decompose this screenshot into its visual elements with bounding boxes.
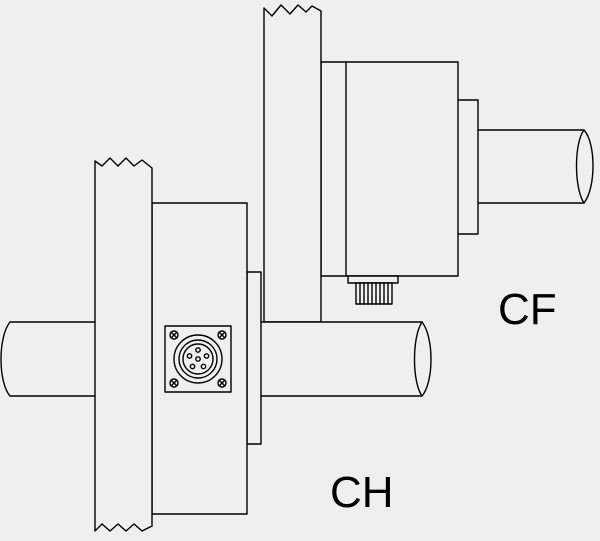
- ch-label: CH: [330, 468, 394, 517]
- cf-shaft: [475, 129, 594, 204]
- screw-icon: [169, 330, 179, 340]
- cf-label: CF: [498, 285, 557, 334]
- cf-mounting-plate: [263, 4, 322, 323]
- connector-pin: [203, 353, 210, 359]
- ch-mounting-plate: [94, 157, 153, 532]
- screw-icon: [169, 378, 179, 388]
- screw-icon: [217, 378, 227, 388]
- cf-sensor-housing: [320, 61, 459, 277]
- connector-pin: [189, 363, 196, 370]
- cf-shaft-collar: [456, 99, 479, 235]
- cf-connector: [347, 275, 399, 305]
- ch-circular-connector: [164, 325, 232, 393]
- ch-shaft-collar: [246, 271, 262, 445]
- connector-pin: [186, 353, 193, 359]
- connector-pin: [195, 356, 201, 362]
- connector-pin: [200, 363, 207, 370]
- connector-pin: [195, 347, 201, 353]
- screw-icon: [217, 330, 227, 340]
